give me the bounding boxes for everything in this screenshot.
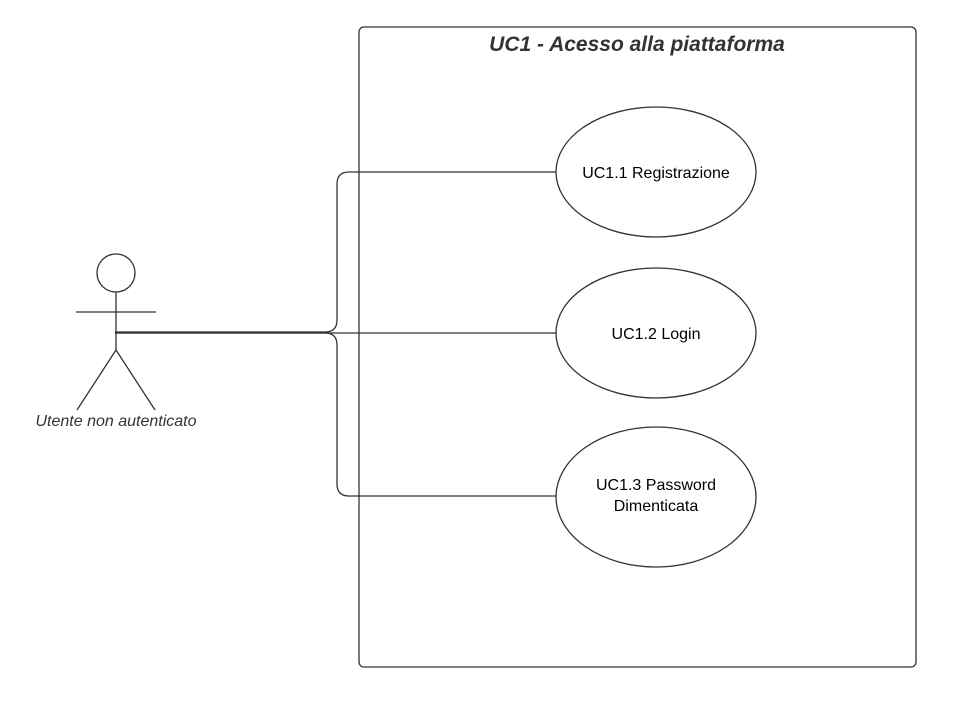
use-case-label: UC1.2 Login (612, 326, 701, 343)
actor-head (96, 253, 136, 293)
connector-password (115, 332, 556, 497)
use-case-label-line-1: UC1.3 Password (596, 477, 716, 494)
use-case-ellipse (555, 106, 757, 238)
use-case-registrazione[interactable]: UC1.1 Registrazione (555, 106, 757, 238)
system-title: UC1 - Acesso alla piattaforma (489, 33, 785, 56)
connectors (115, 171, 556, 497)
connector-registrazione (115, 171, 556, 333)
use-case-login[interactable]: UC1.2 Login (555, 267, 757, 399)
actor-left-leg (76, 349, 117, 411)
actor-label: Utente non autenticato (35, 413, 196, 430)
actor-stick-figure[interactable] (76, 253, 156, 411)
use-case-label-line-2: Dimenticata (614, 498, 699, 515)
use-case-password-dimenticata[interactable]: UC1.3 Password Dimenticata (555, 426, 757, 568)
actor-right-leg (115, 349, 156, 411)
use-case-ellipse (555, 426, 757, 568)
use-case-label: UC1.1 Registrazione (582, 165, 730, 182)
use-case-ellipse (555, 267, 757, 399)
